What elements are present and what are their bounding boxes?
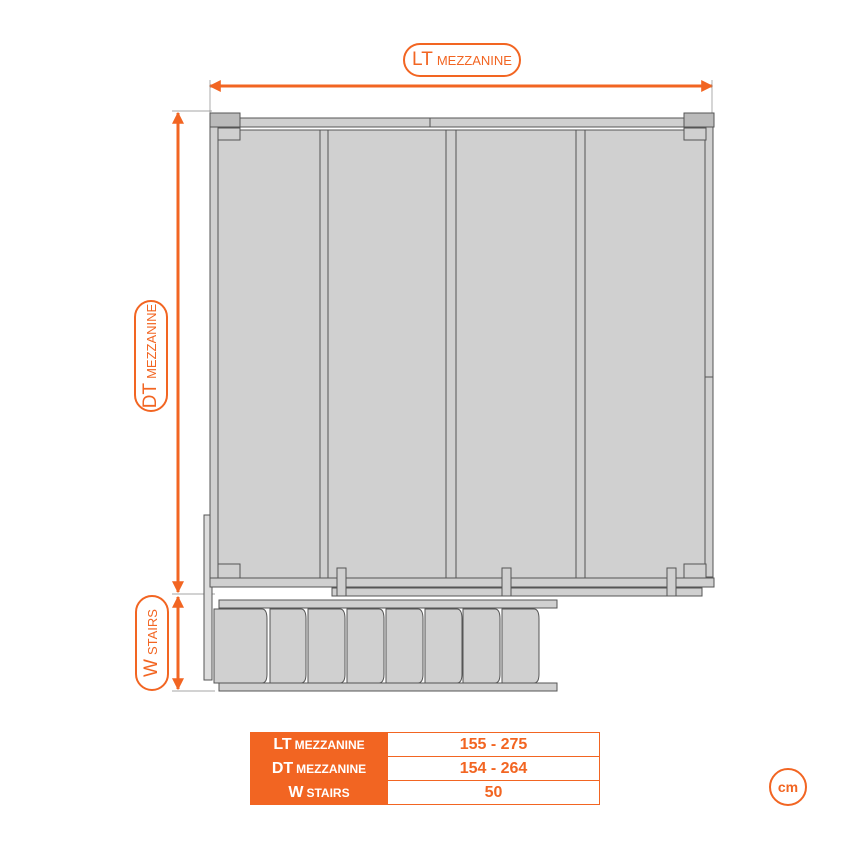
dimensions-table: LTmezzanine 155 - 275 DTmezzanine 154 - … xyxy=(250,732,600,805)
row-value: 154 - 264 xyxy=(387,756,600,781)
table-row: Wstairs 50 xyxy=(250,780,600,805)
row-value: 155 - 275 xyxy=(387,732,600,757)
row-key: DTmezzanine xyxy=(250,756,388,781)
unit-badge: cm xyxy=(769,768,807,806)
width-label-sub: stairs xyxy=(144,609,160,656)
row-key: Wstairs xyxy=(250,780,388,805)
depth-label-main: DT xyxy=(140,382,161,409)
width-label-main: W xyxy=(141,659,162,677)
length-dimension-arrow xyxy=(208,80,714,118)
row-key: LTmezzanine xyxy=(250,732,388,757)
mezzanine-platform xyxy=(203,112,715,681)
width-label: Wstairs xyxy=(135,595,169,691)
stairs xyxy=(213,599,558,692)
row-value: 50 xyxy=(387,780,600,805)
table-row: DTmezzanine 154 - 264 xyxy=(250,756,600,781)
length-label-main: LT xyxy=(412,49,433,70)
depth-label-sub: mezzanine xyxy=(143,303,159,379)
depth-dimension-arrow xyxy=(172,110,212,594)
table-row: LTmezzanine 155 - 275 xyxy=(250,732,600,757)
length-label-sub: mezzanine xyxy=(436,52,512,68)
length-label: LTmezzanine xyxy=(403,43,521,77)
depth-label: DT mezzanine xyxy=(134,300,168,412)
